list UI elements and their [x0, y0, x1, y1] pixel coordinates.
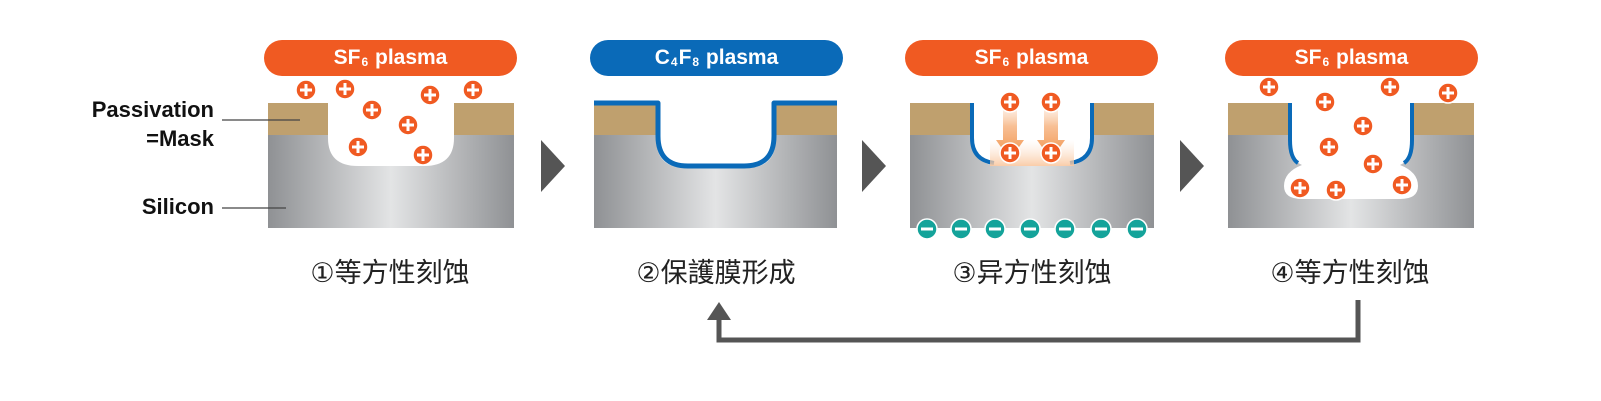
gas-formula: C — [654, 46, 670, 69]
c4f8-plasma-badge-step2: C4F8 plasma — [590, 40, 843, 76]
plus-ion-icon — [1325, 179, 1347, 201]
plasma-word: plasma — [369, 46, 448, 69]
plasma-word: plasma — [1330, 46, 1409, 69]
mask-right — [1412, 103, 1474, 135]
plus-ion-icon — [334, 78, 356, 100]
plus-ion-icon — [1318, 136, 1340, 158]
minus-electron-icon — [1019, 218, 1041, 240]
plus-ion-icon — [1437, 82, 1459, 104]
gas-subscript: 8 — [692, 55, 700, 69]
plus-ion-icon — [1258, 76, 1280, 98]
chevron-right-icon — [541, 140, 565, 192]
panel-1-isotropic-etch — [268, 103, 514, 228]
passivation-film-right — [1069, 103, 1094, 165]
gas-subscript: 6 — [361, 55, 369, 69]
plasma-word: plasma — [700, 46, 779, 69]
minus-electron-icon — [1090, 218, 1112, 240]
chevron-right-icon — [1180, 140, 1204, 192]
plus-ion-icon — [1314, 91, 1336, 113]
step4-caption: ④等方性刻蚀 — [1270, 258, 1430, 289]
plus-ion-icon — [419, 84, 441, 106]
minus-electron-icon — [1054, 218, 1076, 240]
gas-formula-part: F — [678, 46, 692, 69]
step3-caption: ③异方性刻蚀 — [952, 258, 1112, 289]
plasma-word: plasma — [1010, 46, 1089, 69]
ion-group — [295, 76, 1459, 201]
plus-ion-icon — [1289, 177, 1311, 199]
plus-ion-icon — [999, 142, 1021, 164]
silicon-label: Silicon — [141, 194, 214, 219]
minus-electron-icon — [916, 218, 938, 240]
mask-right — [452, 103, 514, 135]
plus-ion-icon — [397, 114, 419, 136]
mask-label: =Mask — [146, 126, 214, 151]
step1-caption: ①等方性刻蚀 — [310, 258, 470, 289]
mask-left — [268, 103, 330, 135]
passivation-film-left — [1288, 103, 1300, 165]
sf6-plasma-badge-step4: SF6 plasma — [1225, 40, 1478, 76]
sf6-plasma-badge-step3: SF6 plasma — [905, 40, 1158, 76]
plus-ion-icon — [295, 79, 317, 101]
gas-formula: SF — [1294, 46, 1322, 69]
gas-subscript: 6 — [1002, 55, 1010, 69]
mask-left — [594, 103, 656, 135]
panel-2-passivation — [594, 100, 837, 228]
plus-ion-icon — [1391, 174, 1413, 196]
panel-4-isotropic-etch — [1228, 103, 1474, 228]
gas-formula: SF — [333, 46, 361, 69]
electron-group — [916, 218, 1148, 240]
minus-electron-icon — [1126, 218, 1148, 240]
sf6-plasma-badge-step1: SF6 plasma — [264, 40, 517, 76]
plus-ion-icon — [361, 99, 383, 121]
gas-subscript: 6 — [1322, 55, 1330, 69]
plus-ion-icon — [1362, 153, 1384, 175]
plus-ion-icon — [1379, 76, 1401, 98]
panel-3-anisotropic-etch — [910, 92, 1154, 228]
plus-ion-icon — [1040, 91, 1062, 113]
plus-ion-icon — [1352, 115, 1374, 137]
plus-ion-icon — [347, 136, 369, 158]
step2-caption: ②保護膜形成 — [636, 258, 796, 289]
mask-right — [776, 103, 837, 135]
plus-ion-icon — [1040, 142, 1062, 164]
loop-back-arrow-icon — [716, 300, 1361, 343]
passivation-film — [594, 100, 837, 169]
plus-ion-icon — [999, 91, 1021, 113]
plus-ion-icon — [462, 79, 484, 101]
gas-formula: SF — [974, 46, 1002, 69]
gas-subscript: 4 — [670, 55, 678, 69]
etch-cavity — [328, 103, 454, 166]
etch-cavity — [1284, 103, 1418, 199]
plus-ion-icon — [412, 144, 434, 166]
mask-left — [1228, 103, 1290, 135]
minus-electron-icon — [950, 218, 972, 240]
chevron-right-icon — [862, 140, 886, 192]
passivation-film-right — [1402, 103, 1414, 165]
etch-cavity — [656, 103, 776, 168]
passivation-label: Passivation — [91, 97, 214, 122]
minus-electron-icon — [984, 218, 1006, 240]
mask-right — [1092, 103, 1154, 135]
loop-back-arrowhead — [707, 302, 731, 320]
mask-left — [910, 103, 972, 135]
passivation-film-left — [970, 103, 995, 165]
